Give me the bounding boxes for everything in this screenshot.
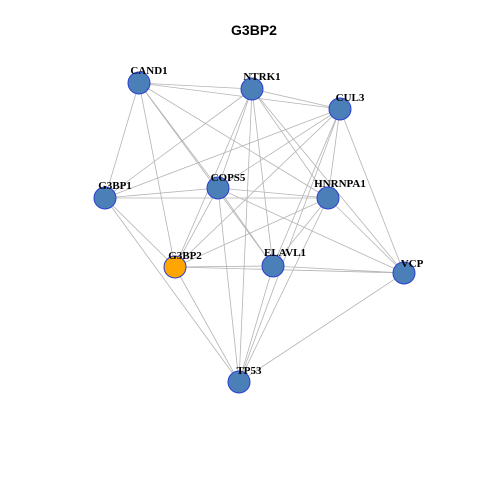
node-label: CAND1 <box>130 65 167 77</box>
edge-cops5-tp53 <box>217 187 240 383</box>
edge-g3bp2-elavl1 <box>174 265 274 268</box>
node-elavl1: ELAVL1 <box>261 247 306 278</box>
edge-layer <box>104 82 405 383</box>
edge-vcp-tp53 <box>238 272 405 383</box>
edge-ntrk1-g3bp1 <box>104 88 253 199</box>
edge-cand1-g3bp2 <box>138 82 176 268</box>
edge-elavl1-tp53 <box>238 265 274 383</box>
node-g3bp2: G3BP2 <box>163 250 202 279</box>
node-cops5: COPS5 <box>206 172 246 200</box>
edge-ntrk1-vcp <box>251 88 405 274</box>
node-label: CUL3 <box>336 92 365 104</box>
edge-cand1-g3bp1 <box>104 82 140 199</box>
node-label: TP53 <box>236 365 262 377</box>
edge-hnrnpa1-tp53 <box>238 197 329 383</box>
node-circle <box>261 254 285 278</box>
edge-cul3-hnrnpa1 <box>327 108 341 199</box>
edge-ntrk1-cul3 <box>251 88 341 110</box>
edge-ntrk1-elavl1 <box>251 88 274 267</box>
node-ntrk1: NTRK1 <box>240 71 281 101</box>
edge-cand1-ntrk1 <box>138 82 253 90</box>
edge-g3bp2-tp53 <box>174 266 240 383</box>
edge-cand1-elavl1 <box>138 82 274 267</box>
edge-cops5-hnrnpa1 <box>217 187 329 199</box>
node-label: G3BP1 <box>98 180 132 192</box>
edge-hnrnpa1-elavl1 <box>272 197 329 267</box>
edge-cand1-cul3 <box>138 82 341 110</box>
node-circle <box>227 370 251 394</box>
edge-cul3-elavl1 <box>272 108 341 267</box>
edge-cul3-vcp <box>339 108 405 274</box>
node-label: NTRK1 <box>243 71 280 83</box>
node-cand1: CAND1 <box>127 65 168 95</box>
edge-g3bp2-vcp <box>174 266 405 274</box>
node-g3bp1: G3BP1 <box>93 180 132 210</box>
edge-ntrk1-hnrnpa1 <box>251 88 329 199</box>
edge-g3bp1-tp53 <box>104 197 240 383</box>
edge-g3bp1-g3bp2 <box>104 197 176 268</box>
edge-cul3-cops5 <box>217 108 341 189</box>
diagram-title: G3BP2 <box>231 22 277 38</box>
node-circle <box>93 186 117 210</box>
node-tp53: TP53 <box>227 365 262 394</box>
edge-hnrnpa1-vcp <box>327 197 405 274</box>
node-circle <box>163 255 187 279</box>
edge-cops5-g3bp2 <box>174 187 219 268</box>
node-circle <box>127 71 151 95</box>
edge-cul3-g3bp2 <box>174 108 341 268</box>
node-label: COPS5 <box>211 172 246 184</box>
edge-elavl1-vcp <box>272 265 405 274</box>
node-circle <box>206 176 230 200</box>
node-label: G3BP2 <box>168 250 202 262</box>
node-cul3: CUL3 <box>328 92 365 121</box>
node-circle <box>240 77 264 101</box>
node-hnrnpa1: HNRNPA1 <box>314 178 366 210</box>
edge-g3bp1-cops5 <box>104 187 219 199</box>
edge-cops5-elavl1 <box>217 187 274 267</box>
edge-cul3-g3bp1 <box>104 108 341 199</box>
edge-hnrnpa1-g3bp2 <box>174 197 329 268</box>
node-label: HNRNPA1 <box>314 178 366 190</box>
edge-ntrk1-cops5 <box>217 88 253 189</box>
node-circle <box>316 186 340 210</box>
node-vcp: VCP <box>392 258 424 285</box>
edge-cand1-hnrnpa1 <box>138 82 329 199</box>
edge-cops5-vcp <box>217 187 405 274</box>
node-circle <box>328 97 352 121</box>
node-circle <box>392 261 416 285</box>
node-label: ELAVL1 <box>264 247 306 259</box>
node-label: VCP <box>401 258 424 270</box>
